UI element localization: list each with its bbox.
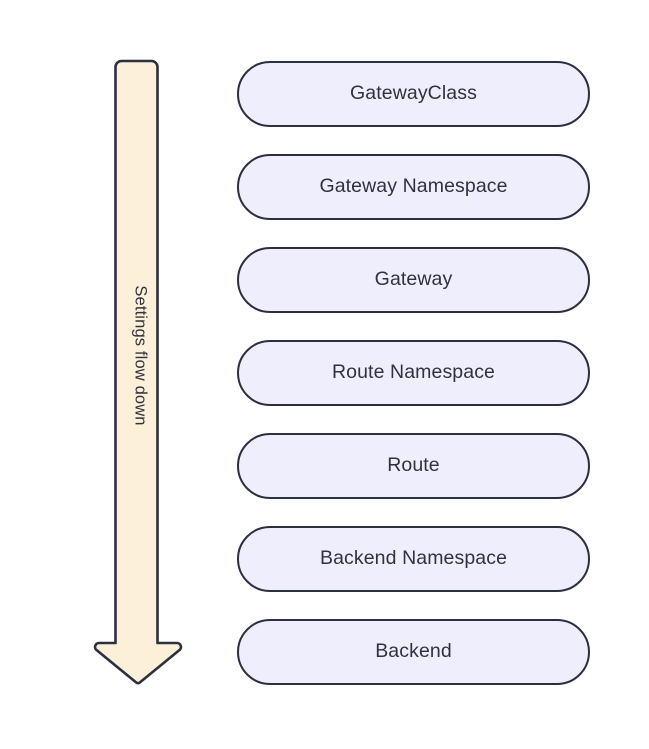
node-backend[interactable]: Backend [237, 619, 590, 685]
node-route[interactable]: Route [237, 433, 590, 499]
node-gateway-namespace[interactable]: Gateway Namespace [237, 154, 590, 220]
settings-flow-arrow: Settings flow down [93, 55, 187, 691]
node-label: Route Namespace [331, 361, 495, 384]
node-backend-namespace[interactable]: Backend Namespace [237, 526, 590, 592]
node-label: Backend [375, 640, 452, 663]
node-gateway[interactable]: Gateway [237, 247, 590, 313]
node-label: Route [387, 454, 440, 477]
node-label: Gateway [374, 268, 453, 291]
node-label: GatewayClass [350, 82, 477, 105]
node-column: GatewayClass Gateway Namespace Gateway R… [237, 61, 590, 687]
node-label: Backend Namespace [319, 547, 508, 570]
node-label: Gateway Namespace [319, 175, 508, 198]
node-route-namespace[interactable]: Route Namespace [237, 340, 590, 406]
node-gatewayclass[interactable]: GatewayClass [237, 61, 590, 127]
down-arrow-icon [93, 59, 183, 685]
